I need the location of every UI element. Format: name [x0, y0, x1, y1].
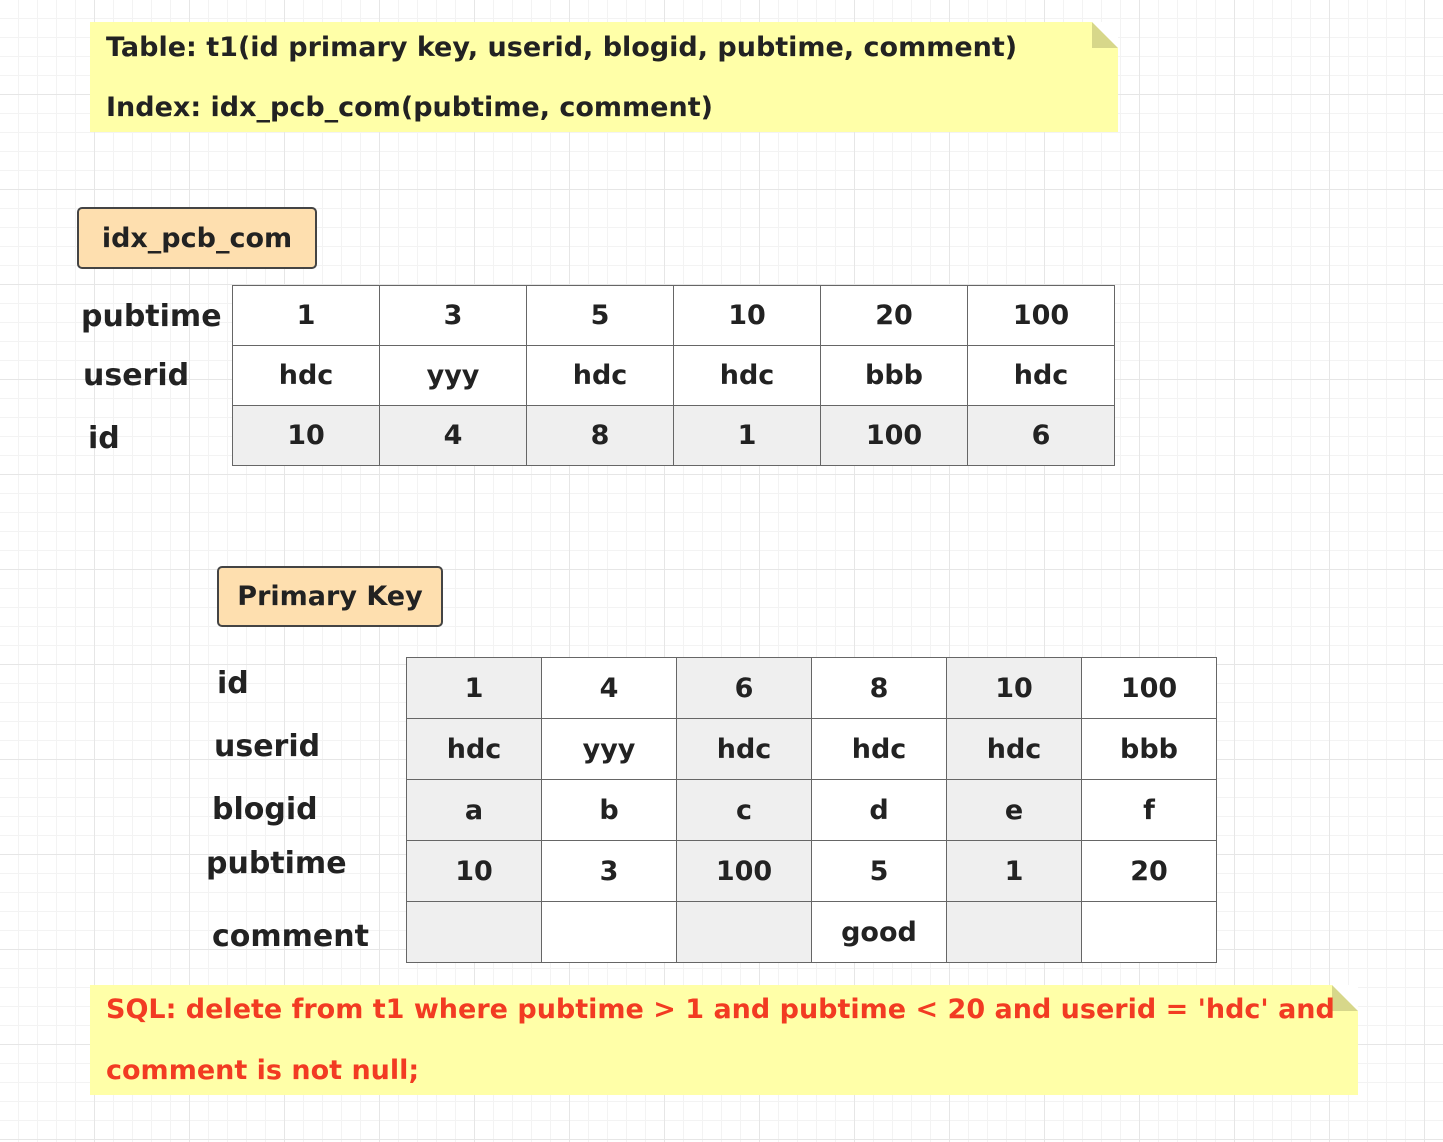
table-definition-note: Table: t1(id primary key, userid, blogid… — [90, 22, 1118, 132]
table-cell — [1081, 901, 1217, 963]
table-cell: hdc — [946, 718, 1082, 780]
sql-statement-note: SQL: delete from t1 where pubtime > 1 an… — [90, 985, 1358, 1095]
table-cell: hdc — [673, 345, 821, 406]
sql-text-line1: SQL: delete from t1 where pubtime > 1 an… — [106, 994, 1335, 1025]
idx-row-label-userid: userid — [83, 358, 190, 393]
pk-row-label-comment: comment — [212, 919, 369, 954]
table-cell: 100 — [1081, 657, 1217, 719]
table-cell: yyy — [379, 345, 527, 406]
table-cell: d — [811, 779, 947, 841]
table-cell: 1 — [946, 840, 1082, 902]
pk-row-comment: good — [406, 901, 1217, 963]
table-cell: 100 — [967, 285, 1115, 346]
pk-row-id: 1 4 6 8 10 100 — [406, 657, 1217, 719]
table-cell: e — [946, 779, 1082, 841]
index-tag: idx_pcb_com — [77, 207, 317, 269]
pk-row-userid: hdc yyy hdc hdc hdc bbb — [406, 718, 1217, 780]
table-definition-text: Table: t1(id primary key, userid, blogid… — [106, 32, 1018, 63]
idx-row-pubtime: 1 3 5 10 20 100 — [232, 285, 1115, 346]
table-cell: hdc — [676, 718, 812, 780]
table-cell: 20 — [1081, 840, 1217, 902]
table-cell: 100 — [676, 840, 812, 902]
table-cell: 10 — [406, 840, 542, 902]
table-cell: good — [811, 901, 947, 963]
table-cell: 1 — [232, 285, 380, 346]
note-fold-corner — [1332, 985, 1358, 1011]
table-cell: 10 — [673, 285, 821, 346]
table-cell: hdc — [406, 718, 542, 780]
pk-row-pubtime: 10 3 100 5 1 20 — [406, 840, 1217, 902]
table-cell: b — [541, 779, 677, 841]
index-definition-text: Index: idx_pcb_com(pubtime, comment) — [106, 92, 713, 123]
table-cell: 4 — [541, 657, 677, 719]
table-cell: hdc — [526, 345, 674, 406]
pk-row-label-userid: userid — [214, 729, 321, 764]
table-cell: c — [676, 779, 812, 841]
table-cell: hdc — [232, 345, 380, 406]
table-cell: 8 — [811, 657, 947, 719]
table-cell: 3 — [379, 285, 527, 346]
table-cell: 3 — [541, 840, 677, 902]
sql-text-line2: comment is not null; — [106, 1055, 420, 1086]
table-cell: 1 — [673, 405, 821, 466]
table-cell: hdc — [967, 345, 1115, 406]
table-cell: 8 — [526, 405, 674, 466]
table-cell: bbb — [1081, 718, 1217, 780]
primary-key-table: 1 4 6 8 10 100 hdc yyy hdc hdc hdc bbb a… — [406, 657, 1217, 963]
table-cell — [946, 901, 1082, 963]
table-cell: 5 — [811, 840, 947, 902]
idx-row-label-id: id — [88, 421, 120, 456]
table-cell: yyy — [541, 718, 677, 780]
idx-row-id: 10 4 8 1 100 6 — [232, 405, 1115, 466]
note-fold-corner — [1092, 22, 1118, 48]
table-cell — [541, 901, 677, 963]
table-cell: hdc — [811, 718, 947, 780]
table-cell: 10 — [232, 405, 380, 466]
idx-row-userid: hdc yyy hdc hdc bbb hdc — [232, 345, 1115, 406]
table-cell: 10 — [946, 657, 1082, 719]
pk-row-label-pubtime: pubtime — [206, 846, 347, 881]
table-cell: 5 — [526, 285, 674, 346]
idx-row-label-pubtime: pubtime — [81, 299, 222, 334]
table-cell: bbb — [820, 345, 968, 406]
table-cell: 1 — [406, 657, 542, 719]
table-cell — [406, 901, 542, 963]
pk-row-label-blogid: blogid — [212, 792, 318, 827]
table-cell: 6 — [967, 405, 1115, 466]
table-cell: 4 — [379, 405, 527, 466]
table-cell: 6 — [676, 657, 812, 719]
table-cell: f — [1081, 779, 1217, 841]
pk-row-label-id: id — [217, 666, 249, 701]
table-cell: 20 — [820, 285, 968, 346]
table-cell: 100 — [820, 405, 968, 466]
index-table: 1 3 5 10 20 100 hdc yyy hdc hdc bbb hdc … — [232, 285, 1115, 466]
pk-row-blogid: a b c d e f — [406, 779, 1217, 841]
table-cell: a — [406, 779, 542, 841]
primary-key-tag: Primary Key — [217, 566, 443, 627]
table-cell — [676, 901, 812, 963]
